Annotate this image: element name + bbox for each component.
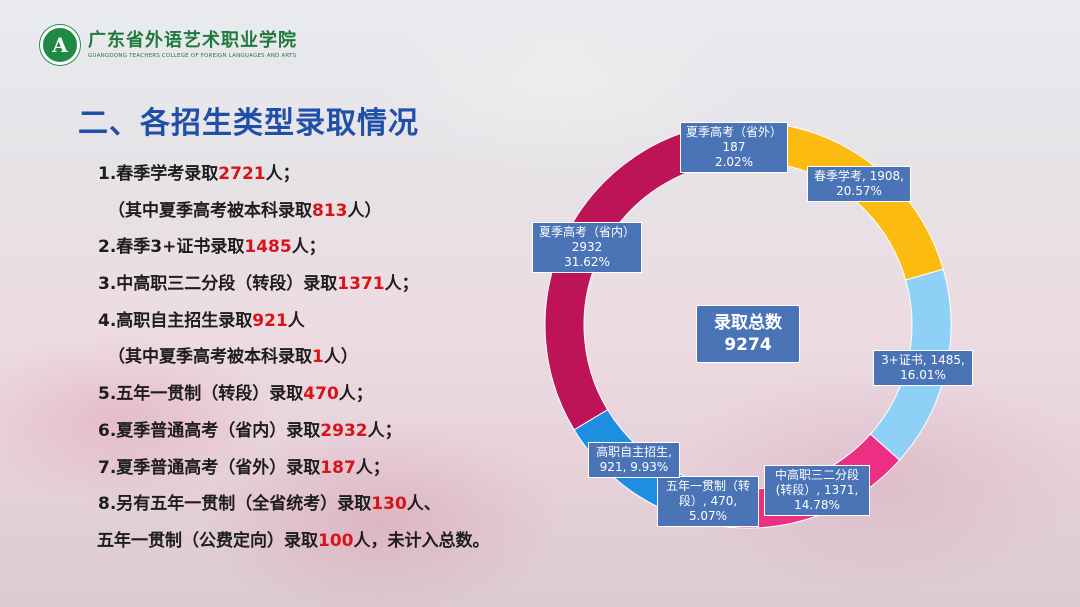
item-number: 187 [320, 457, 356, 478]
item-suffix: 人； [384, 274, 419, 295]
item-text: 4.高职自主招生录取 [98, 310, 253, 331]
item-text: 3.中高职三二分段（转段）录取 [98, 274, 338, 295]
item-text: 8.另有五年一贯制（全省统考）录取 [98, 494, 372, 515]
label-line: 2.02% [714, 155, 754, 169]
list-item: 4.高职自主招生录取921人 [98, 303, 568, 340]
item-number: 100 [318, 530, 354, 551]
label-line: 2932 [571, 240, 603, 254]
college-logo: A [40, 25, 80, 65]
item-text: （其中夏季高考被本科录取 [108, 347, 312, 368]
item-suffix: 人； [338, 384, 373, 405]
item-text: 7.夏季普通高考（省外）录取 [98, 457, 321, 478]
slice-label-spring-exam: 春季学考, 1908, 20.57% [807, 166, 911, 202]
item-suffix: 人、 [406, 494, 441, 515]
label-line: 187 [722, 140, 746, 154]
college-name: 广东省外语艺术职业学院 GUANGDONG TEACHERS COLLEGE O… [88, 30, 297, 61]
item-number: 130 [371, 494, 407, 515]
slice-label-certificate: 3+证书, 1485, 16.01% [873, 350, 973, 386]
total-label: 录取总数 [714, 313, 782, 333]
item-text: 五年一贯制（公费定向）录取 [97, 530, 318, 551]
item-number: 921 [252, 310, 288, 331]
label-line: 31.62% [564, 255, 610, 269]
college-header: A 广东省外语艺术职业学院 GUANGDONG TEACHERS COLLEGE… [40, 24, 297, 66]
label-line: 14.78% [794, 498, 840, 512]
label-line: 3+证书, 1485, [881, 353, 965, 367]
list-item: 2.春季3+证书录取1485人； [98, 229, 568, 266]
item-number: 1485 [244, 237, 292, 258]
item-suffix: 人，未计入总数。 [353, 530, 490, 551]
item-text: 6.夏季普通高考（省内）录取 [98, 420, 321, 441]
label-line: 春季学考, 1908, [814, 169, 904, 183]
item-suffix: 人） [347, 200, 382, 221]
item-suffix: 人） [323, 347, 358, 368]
item-suffix: 人； [291, 237, 326, 258]
list-item: 1.春季学考录取2721人； [98, 156, 568, 193]
item-text: 5.五年一贯制（转段）录取 [98, 384, 304, 405]
item-text: 1.春季学考录取 [98, 164, 219, 184]
list-item: （其中夏季高考被本科录取813人） [98, 193, 568, 230]
item-number: 813 [312, 200, 348, 221]
list-item: 8.另有五年一贯制（全省统考）录取130人、 [98, 486, 568, 523]
label-line: 20.57% [836, 184, 882, 198]
list-item: 5.五年一贯制（转段）录取470人； [98, 376, 568, 413]
item-number: 1 [312, 347, 324, 368]
item-text: 2.春季3+证书录取 [98, 237, 245, 258]
slice-label-self-enrollment: 高职自主招生, 921, 9.93% [588, 442, 680, 478]
item-number: 2932 [320, 420, 368, 441]
item-suffix: 人； [265, 164, 300, 184]
total-box: 录取总数 9274 [696, 305, 800, 363]
item-number: 2721 [218, 164, 266, 184]
item-text: （其中夏季高考被本科录取 [108, 200, 312, 221]
label-line: 5.07% [688, 509, 728, 523]
list-item: 6.夏季普通高考（省内）录取2932人； [98, 413, 568, 450]
total-value: 9274 [724, 335, 772, 355]
slice-label-summer-in-province: 夏季高考（省内） 2932 31.62% [532, 222, 642, 273]
item-suffix: 人； [355, 457, 390, 478]
list-item: （其中夏季高考被本科录取1人） [98, 339, 568, 376]
item-number: 470 [303, 384, 339, 405]
label-line: 16.01% [900, 368, 946, 382]
item-number: 1371 [337, 274, 385, 295]
page-title: 二、各招生类型录取情况 [78, 106, 419, 141]
slice-label-five-year: 五年一贯制（转 段）, 470, 5.07% [657, 476, 759, 527]
college-name-en: GUANGDONG TEACHERS COLLEGE OF FOREIGN LA… [88, 52, 297, 59]
label-line: 五年一贯制（转 [665, 479, 750, 493]
item-suffix: 人 [287, 310, 305, 331]
label-line: 中高职三二分段 [774, 468, 859, 482]
label-line: 夏季高考（省内） [538, 225, 635, 239]
list-item: 五年一贯制（公费定向）录取100人，未计入总数。 [97, 523, 568, 560]
slice-label-summer-out-province: 夏季高考（省外） 187 2.02% [680, 122, 788, 173]
label-line: 夏季高考（省外） [685, 125, 782, 139]
label-line: 921, 9.93% [599, 460, 669, 474]
label-line: 高职自主招生, [596, 445, 672, 459]
item-suffix: 人； [367, 420, 402, 441]
label-line: 段）, 470, [678, 494, 738, 508]
college-name-cn: 广东省外语艺术职业学院 [88, 29, 297, 51]
list-item: 7.夏季普通高考（省外）录取187人； [98, 450, 568, 487]
admission-list: 1.春季学考录取2721人； （其中夏季高考被本科录取813人） 2.春季3+证… [97, 156, 568, 560]
label-line: (转段）, 1371, [775, 483, 859, 497]
list-item: 3.中高职三二分段（转段）录取1371人； [98, 266, 568, 303]
slice-label-vocational-transfer: 中高职三二分段 (转段）, 1371, 14.78% [764, 465, 870, 516]
